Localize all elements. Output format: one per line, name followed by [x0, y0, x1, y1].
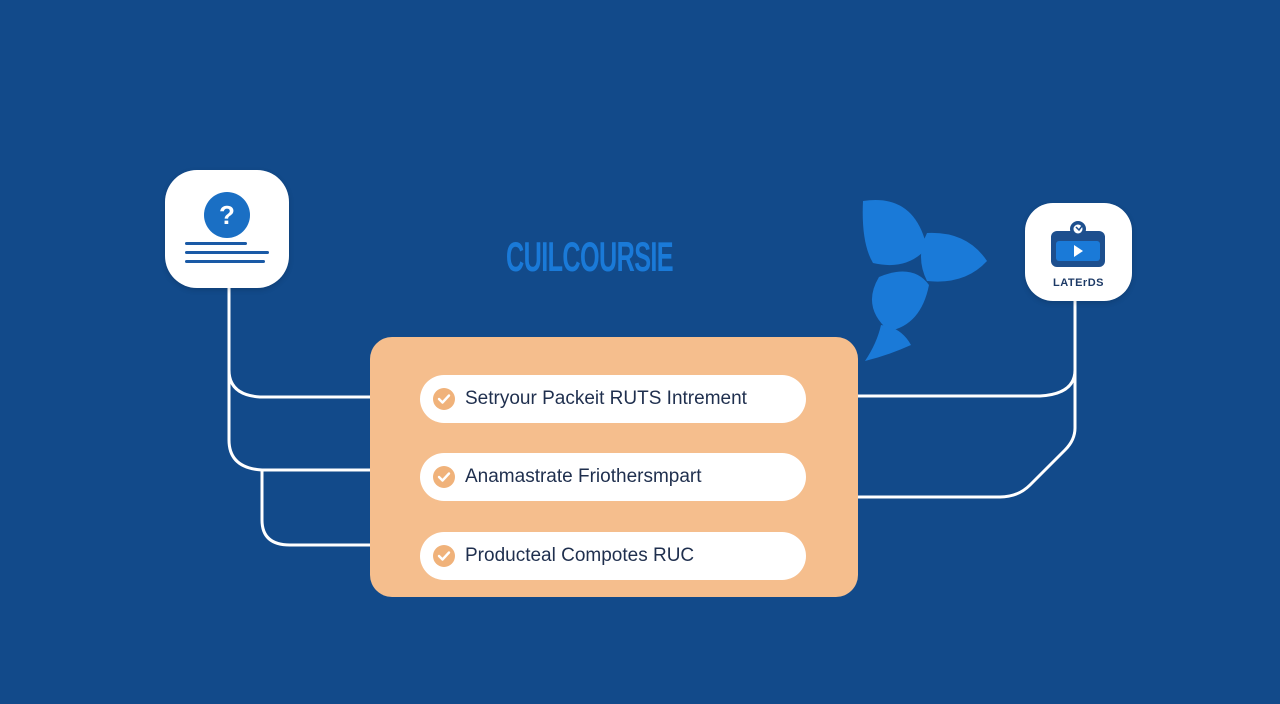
step-item[interactable]: Producteal Compotes RUC: [420, 532, 806, 580]
latest-card-label: LATErDS: [1053, 277, 1104, 289]
check-icon: [433, 388, 455, 410]
step-label: Producteal Compotes RUC: [465, 545, 695, 566]
help-text-lines: [185, 242, 269, 269]
step-item[interactable]: Anamastrate Friothersmpart: [420, 453, 806, 501]
latest-card[interactable]: LATErDS: [1025, 203, 1132, 301]
brand-title: CUILCOURSIE: [506, 233, 674, 280]
calendar-play-icon: [1051, 221, 1105, 267]
brand-logo-icon: [862, 199, 987, 361]
step-item[interactable]: Setryour Packeit RUTS Intrement: [420, 375, 806, 423]
check-icon: [433, 545, 455, 567]
check-icon: [433, 466, 455, 488]
steps-panel: Setryour Packeit RUTS Intrement Anamastr…: [370, 337, 858, 597]
question-icon: ?: [204, 192, 250, 238]
help-card[interactable]: ?: [165, 170, 289, 288]
step-label: Setryour Packeit RUTS Intrement: [465, 388, 747, 409]
step-label: Anamastrate Friothersmpart: [465, 466, 702, 487]
